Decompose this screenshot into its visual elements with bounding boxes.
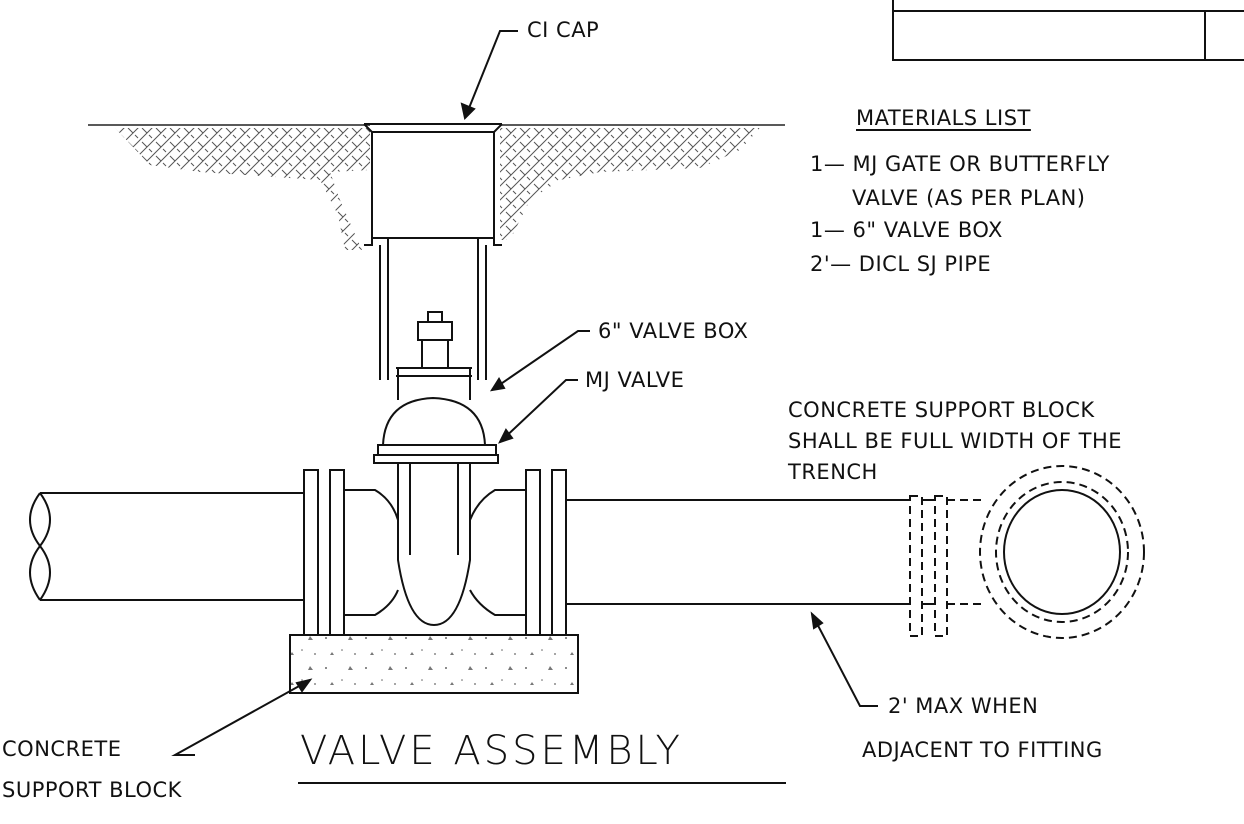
- concrete-support-block: [289, 634, 579, 694]
- concrete-note-line-3: TRENCH: [788, 460, 878, 484]
- materials-item-3: 1— 6" VALVE BOX: [810, 218, 1003, 242]
- valve-box: [363, 123, 503, 380]
- concrete-block-label-1: CONCRETE: [2, 737, 122, 761]
- fitting-ring: [923, 489, 1121, 615]
- soil-hatch: [115, 128, 760, 250]
- flanges: [303, 469, 567, 636]
- mj-valve-label: MJ VALVE: [585, 368, 685, 392]
- valve-operator: [396, 311, 472, 400]
- leader-lines: [171, 30, 878, 756]
- materials-item-1: 1— MJ GATE OR BUTTERFLY: [810, 152, 1110, 176]
- concrete-block-label-2: SUPPORT BLOCK: [2, 778, 182, 802]
- title-block: [892, 0, 1244, 61]
- mj-valve: [373, 396, 499, 627]
- adjacent-fitting: [909, 465, 1145, 639]
- materials-heading: MATERIALS LIST: [856, 106, 1031, 130]
- two-ft-note-line-1: 2' MAX WHEN: [888, 694, 1039, 718]
- drawing-title: VALVE ASSEMBLY: [300, 728, 683, 774]
- ci-cap-label: CI CAP: [527, 18, 600, 42]
- pipe: [29, 492, 910, 605]
- materials-item-4: 2'— DICL SJ PIPE: [810, 252, 992, 276]
- valve-box-label: 6" VALVE BOX: [598, 319, 749, 343]
- two-ft-note-line-2: ADJACENT TO FITTING: [862, 738, 1103, 762]
- materials-item-2: VALVE (AS PER PLAN): [852, 186, 1086, 210]
- concrete-note-line-1: CONCRETE SUPPORT BLOCK: [788, 398, 1095, 422]
- concrete-note-line-2: SHALL BE FULL WIDTH OF THE: [788, 429, 1123, 453]
